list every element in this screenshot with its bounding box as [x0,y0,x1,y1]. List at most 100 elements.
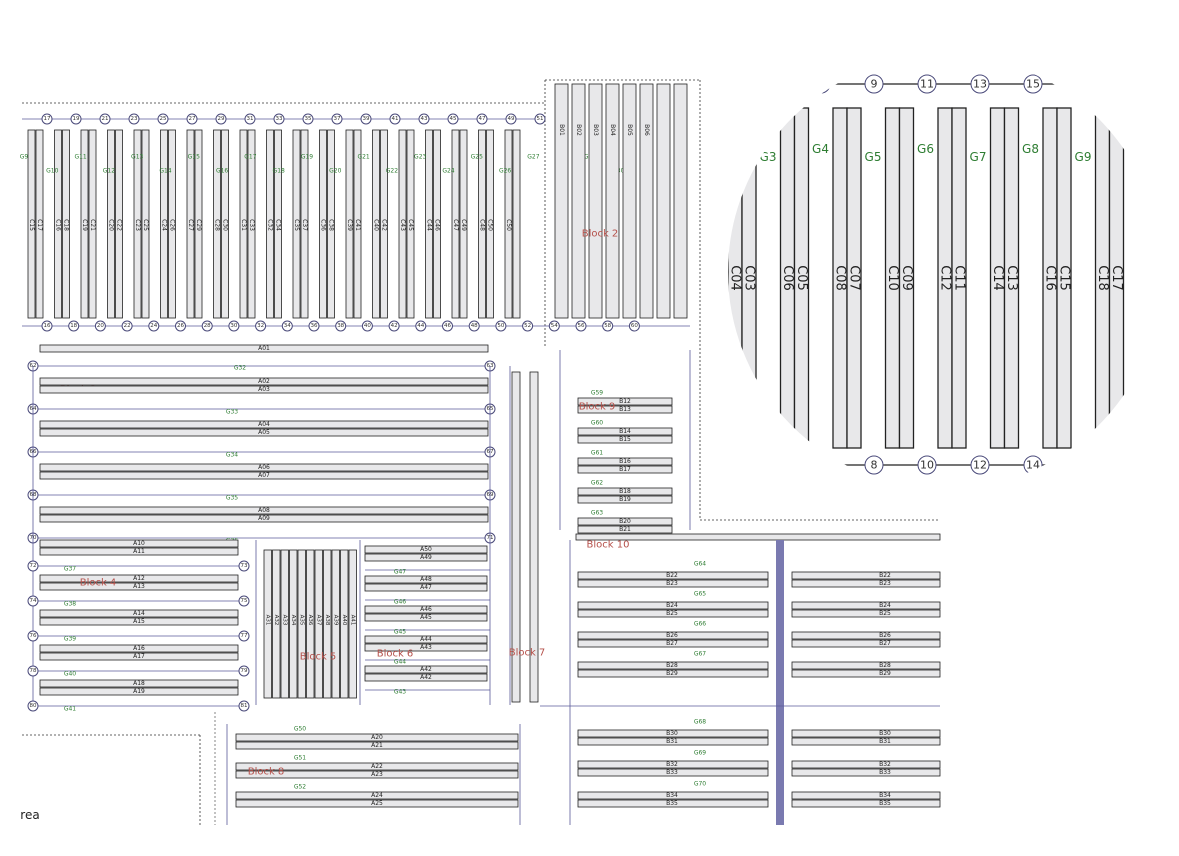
node-32[interactable]: 32 [255,320,267,332]
rack-column [605,83,620,319]
node-48[interactable]: 48 [468,320,480,332]
zoom-node-9[interactable]: 9 [864,74,884,94]
rack-label: A07 [258,472,270,479]
node-27[interactable]: 27 [186,113,198,125]
node-30[interactable]: 30 [228,320,240,332]
node-81[interactable]: 81 [238,700,250,712]
node-75[interactable]: 75 [238,595,250,607]
node-39[interactable]: 39 [360,113,372,125]
node-29[interactable]: 29 [215,113,227,125]
zoom-node-11[interactable]: 11 [917,74,937,94]
rack-label: C44 [426,219,433,231]
rack-label: A48 [420,576,432,583]
node-18[interactable]: 18 [68,320,80,332]
rack-column [639,83,654,319]
gate-label: G7 [970,150,987,164]
gate-label: G43 [394,689,406,696]
rack-label: A45 [420,614,432,621]
gate-label: G61 [591,450,603,457]
zoom-node-8[interactable]: 8 [864,455,884,475]
node-28[interactable]: 28 [201,320,213,332]
node-80[interactable]: 80 [27,700,39,712]
node-76[interactable]: 76 [27,630,39,642]
zoom-node-6[interactable]: 6 [811,455,831,475]
rack-column [115,129,123,319]
rack-label: C30 [222,219,229,231]
node-41[interactable]: 41 [389,113,401,125]
node-36[interactable]: 36 [308,320,320,332]
node-52[interactable]: 52 [522,320,534,332]
gate-label: G64 [694,561,706,568]
node-label: 23 [131,116,138,122]
rack-column [272,549,281,699]
rack-row [791,631,941,640]
node-45[interactable]: 45 [447,113,459,125]
node-72[interactable]: 72 [27,560,39,572]
node-73[interactable]: 73 [238,560,250,572]
node-23[interactable]: 23 [128,113,140,125]
rack-row [577,737,769,746]
node-25[interactable]: 25 [157,113,169,125]
rack-label: C17 [1109,265,1124,291]
node-54[interactable]: 54 [548,320,560,332]
rack-row [791,669,941,678]
node-51[interactable]: 51 [534,113,546,125]
zoom-node-15[interactable]: 15 [1023,74,1043,94]
node-44[interactable]: 44 [415,320,427,332]
zoom-node-7[interactable]: 7 [811,74,831,94]
node-79[interactable]: 79 [238,665,250,677]
zoom-node-10[interactable]: 10 [917,455,937,475]
rack-row [791,639,941,648]
node-74[interactable]: 74 [27,595,39,607]
node-label: 41 [392,116,399,122]
rack-label: A47 [420,584,432,591]
node-34[interactable]: 34 [281,320,293,332]
node-17[interactable]: 17 [41,113,53,125]
rack-row [791,791,941,800]
node-40[interactable]: 40 [361,320,373,332]
node-26[interactable]: 26 [175,320,186,332]
rack-row [364,665,488,674]
node-49[interactable]: 49 [505,113,517,125]
node-47[interactable]: 47 [476,113,488,125]
rack-row [39,344,489,353]
node-31[interactable]: 31 [244,113,256,125]
node-label: 52 [524,323,531,329]
node-20[interactable]: 20 [94,320,106,332]
rack-label: B22 [666,572,678,579]
rack-label: B02 [575,124,582,136]
rack-label: B03 [592,124,599,136]
node-label: 26 [177,323,184,329]
node-37[interactable]: 37 [331,113,343,125]
node-19[interactable]: 19 [70,113,82,125]
node-58[interactable]: 58 [602,320,614,332]
rack-label: B30 [879,730,891,737]
node-16[interactable]: 16 [41,320,53,332]
rack-row [577,435,673,444]
zoom-node-12[interactable]: 12 [970,455,990,475]
node-78[interactable]: 78 [27,665,39,677]
node-56[interactable]: 56 [575,320,587,332]
gate-label: G20 [329,168,341,175]
rack-column [353,129,362,319]
node-60[interactable]: 60 [628,320,640,332]
rack-label: B35 [666,800,678,807]
rack-column [274,129,282,319]
node-50[interactable]: 50 [495,320,507,332]
node-77[interactable]: 77 [238,630,250,642]
node-21[interactable]: 21 [99,113,111,125]
node-22[interactable]: 22 [121,320,133,332]
node-43[interactable]: 43 [418,113,430,125]
node-46[interactable]: 46 [442,320,453,332]
rack-row [364,613,488,622]
node-35[interactable]: 35 [302,113,314,125]
node-42[interactable]: 42 [388,320,400,332]
node-33[interactable]: 33 [273,113,285,125]
node-24[interactable]: 24 [148,320,160,332]
gate-label: G18 [273,168,285,175]
gate-label: G12 [103,168,115,175]
node-label: 73 [241,563,248,569]
zoom-node-13[interactable]: 13 [970,74,990,94]
rack-label: A06 [258,464,270,471]
node-38[interactable]: 38 [335,320,347,332]
